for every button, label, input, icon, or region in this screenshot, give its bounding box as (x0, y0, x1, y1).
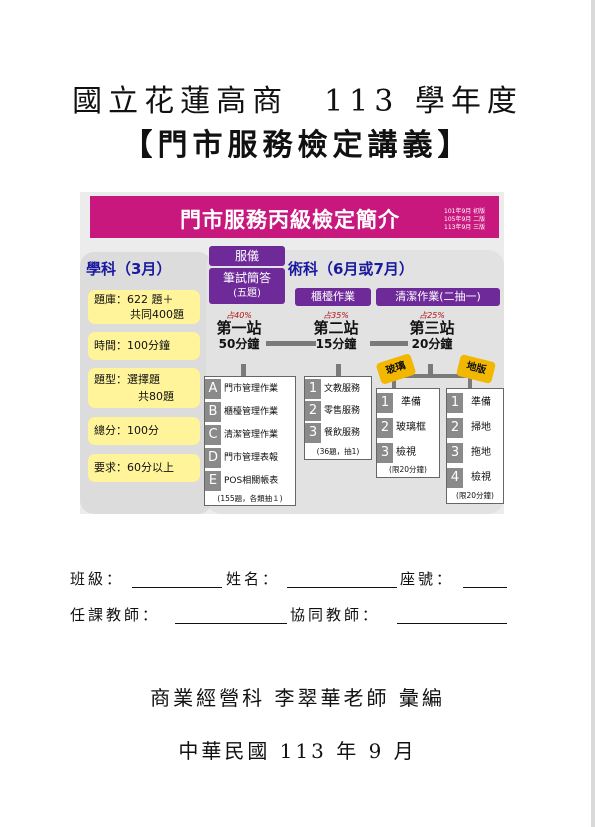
document-subtitle: 【門市服務檢定講義】 (122, 128, 473, 163)
academic-item: 題型：選擇題 共80題 (88, 368, 200, 408)
seat-label: 座號： (400, 570, 455, 588)
document-title: 國立花蓮高商 113 學年度 (72, 84, 523, 119)
station-1-note: (155題，各類抽１) (217, 494, 283, 503)
compiler-line: 商業經營科 李翠華老師 彙編 (150, 686, 445, 710)
infographic-title: 門市服務丙級檢定簡介 (180, 208, 400, 232)
version-note: 101年9月 初版 (444, 208, 486, 215)
teacher-label: 任課教師： (70, 606, 161, 624)
written-test-tag: 筆試簡答 (五題) (209, 268, 285, 304)
connector-line (468, 374, 472, 388)
floor-note: (限20分鐘) (456, 491, 494, 500)
academic-heading: 學科（3月） (86, 260, 172, 278)
station-1: 占40% 第一站 50分鐘 (216, 311, 262, 351)
teacher-field[interactable] (175, 623, 287, 624)
connector-line (428, 364, 433, 376)
name-field[interactable] (287, 587, 397, 588)
connector-line (392, 374, 472, 378)
cleaning-tag: 清潔作業(二抽一) (376, 288, 500, 306)
page-edge (591, 0, 595, 827)
connector-line (370, 341, 408, 346)
glass-note: (限20分鐘) (389, 465, 427, 474)
uniform-tag: 服儀 (209, 246, 285, 266)
class-field[interactable] (132, 587, 222, 588)
station-3: 占25% 第三站 20分鐘 (409, 311, 455, 351)
exam-infographic: 門市服務丙級檢定簡介 101年9月 初版 105年9月 二版 113年9月 三版… (80, 192, 504, 514)
station-2: 占35% 第二站 15分鐘 (313, 311, 359, 351)
class-label: 班級： (70, 570, 125, 588)
connector-line (336, 364, 341, 378)
academic-item: 題庫：622 題＋ 共同400題 (88, 290, 200, 324)
infographic-banner: 門市服務丙級檢定簡介 101年9月 初版 105年9月 二版 113年9月 三版 (90, 196, 499, 238)
academic-item: 總分：100分 (88, 417, 200, 445)
academic-item: 要求：60分以上 (88, 454, 200, 482)
version-note: 105年9月 二版 (444, 216, 486, 223)
name-label: 姓名： (226, 570, 281, 588)
station-2-note: (36題，抽1) (316, 447, 360, 456)
connector-line (241, 364, 246, 378)
co-teacher-label: 協同教師： (290, 606, 381, 624)
seat-field[interactable] (463, 587, 507, 588)
academic-item: 時間：100分鐘 (88, 332, 200, 360)
version-note: 113年9月 三版 (444, 224, 486, 231)
connector-line (266, 341, 316, 346)
counter-tag: 櫃檯作業 (295, 288, 371, 306)
practical-heading: 術科（6月或7月） (288, 260, 414, 278)
date-line: 中華民國 113 年 9 月 (178, 739, 417, 763)
co-teacher-field[interactable] (397, 623, 507, 624)
